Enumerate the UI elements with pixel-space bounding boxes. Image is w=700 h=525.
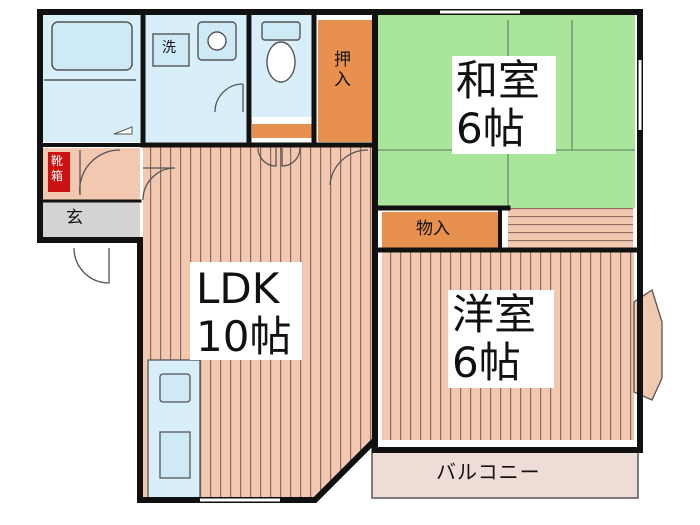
- kutsubako-label: 靴箱: [51, 154, 64, 183]
- bathtub: [51, 21, 133, 71]
- oshiire-label: 押入: [334, 50, 351, 90]
- youshitsu-label-box: [448, 290, 554, 388]
- youshitsu-size: 6帖: [452, 338, 521, 387]
- sentaku-label: 洗: [162, 40, 176, 56]
- bathroom-area: [40, 12, 140, 142]
- washing-machine: [152, 33, 190, 67]
- balcony: [371, 447, 639, 499]
- sink-icon: [159, 373, 191, 403]
- washitsu-name: 和室: [456, 56, 541, 105]
- mono-ire-closet: [382, 212, 500, 248]
- washroom: [145, 12, 247, 142]
- youshitsu-name: 洋室: [452, 290, 537, 339]
- washitsu-label-box: [452, 56, 556, 154]
- mono-ire-label: 物入: [416, 219, 450, 239]
- ldk-size: 10帖: [196, 312, 292, 361]
- ldk-name: LDK: [196, 264, 280, 313]
- genkan-floor: [42, 201, 140, 237]
- toilet-room: [252, 12, 312, 117]
- tokonoma: [508, 208, 633, 248]
- genkan-label: 玄: [66, 208, 83, 228]
- front-door-swing: [73, 247, 110, 284]
- balcony-label: バルコニー: [436, 460, 541, 484]
- small-closet: [252, 124, 312, 138]
- stove-icon: [159, 431, 191, 479]
- oshiire-closet: [318, 20, 372, 142]
- ldk-label-box: [190, 262, 302, 360]
- washitsu-size: 6帖: [456, 104, 525, 153]
- toilet-icon: [266, 41, 296, 83]
- shoe-box: [48, 152, 70, 192]
